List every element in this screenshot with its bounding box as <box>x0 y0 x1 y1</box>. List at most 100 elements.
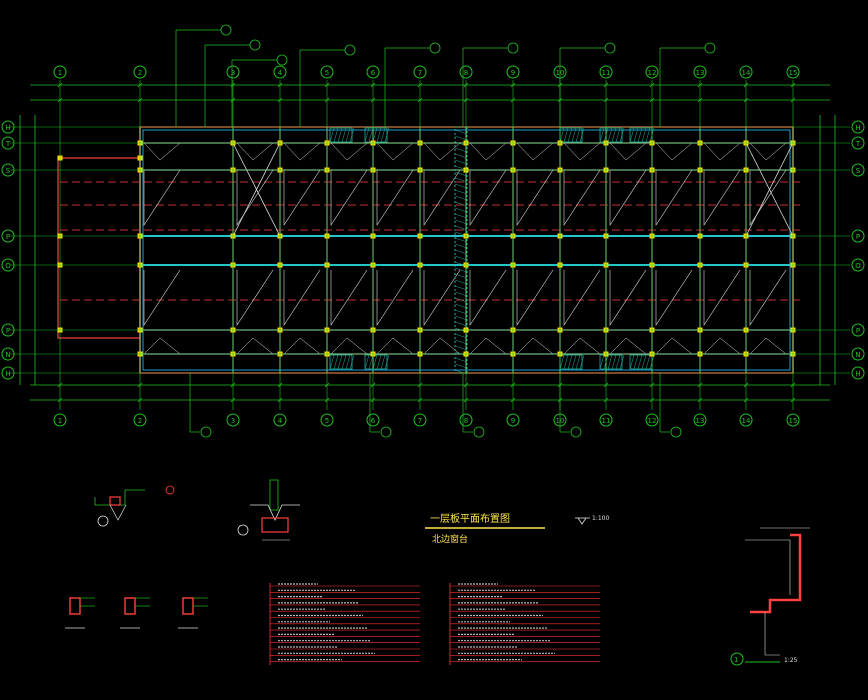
detail-1-label-block: 1 1:25 <box>730 652 798 666</box>
axis-label-top: 8 <box>464 69 468 77</box>
dim-tick <box>557 97 563 103</box>
axis-label-right: T <box>855 140 861 148</box>
hatch-line <box>454 225 468 231</box>
circle-icon <box>459 65 473 79</box>
hatch-line <box>615 354 621 370</box>
rebar-mark <box>236 269 274 327</box>
rebar-mark <box>609 269 647 327</box>
dim-tick <box>790 97 796 103</box>
hatch-line <box>629 127 635 143</box>
dim-tick <box>417 97 423 103</box>
circle-icon <box>851 136 865 150</box>
axis-label-left: O <box>5 262 11 270</box>
dim-tick <box>510 397 516 403</box>
dim-tick <box>743 82 749 88</box>
circle-icon <box>1 347 15 361</box>
dim-tick <box>790 82 796 88</box>
axis-label-bottom: 10 <box>556 417 565 425</box>
dim-tick <box>370 397 376 403</box>
dim-tick <box>790 382 796 388</box>
detail-a-leg <box>109 504 127 521</box>
hatch-line <box>454 291 468 297</box>
dim-tick <box>603 97 609 103</box>
title-block: 一层板平面布置图 北边窗台 1:100 <box>425 512 609 545</box>
rebar-mark <box>749 169 787 227</box>
dim-tick <box>743 382 749 388</box>
dim-tick <box>417 382 423 388</box>
dim-tick <box>277 382 283 388</box>
dim-tick <box>57 97 63 103</box>
hatch-line <box>567 354 573 370</box>
section-mark-icon <box>429 42 441 54</box>
axis-label-bottom: 7 <box>418 417 422 425</box>
axis-label-top: 2 <box>138 69 142 77</box>
hatch-line <box>607 354 613 370</box>
dim-tick <box>370 97 376 103</box>
dim-tick <box>510 382 516 388</box>
rebar-mark <box>516 337 554 355</box>
circle-icon <box>851 323 865 337</box>
hatch-line <box>575 127 581 143</box>
dim-tick <box>57 82 63 88</box>
axis-label-bottom: 2 <box>138 417 142 425</box>
hatch-line <box>641 354 647 370</box>
axis-label-left: S <box>6 167 11 175</box>
dim-tick <box>277 82 283 88</box>
circle-icon <box>786 413 800 427</box>
hatch-line <box>454 195 468 201</box>
hatch-line <box>454 201 468 207</box>
hatch-line <box>454 357 468 363</box>
circle-icon <box>1 366 15 380</box>
axis-label-top: 6 <box>371 69 376 77</box>
hatch-line <box>454 129 468 135</box>
hatch-line <box>376 127 382 143</box>
circle-icon <box>599 65 613 79</box>
hatch-line <box>559 127 565 143</box>
axis-label-bottom: 11 <box>602 417 611 425</box>
hatch-line <box>337 354 343 370</box>
circle-icon <box>851 120 865 134</box>
circle-icon <box>851 258 865 272</box>
hatch-line <box>637 354 643 370</box>
circle-icon <box>553 413 567 427</box>
circle-icon <box>851 163 865 177</box>
hatch-line <box>454 207 468 213</box>
circle-icon <box>97 515 109 527</box>
rebar-mark <box>563 142 601 161</box>
hatch-line <box>454 273 468 279</box>
rebar-mark <box>143 269 181 327</box>
hatch-line <box>337 127 343 143</box>
rebar-mark <box>703 169 741 227</box>
axis-label-right: H <box>855 370 860 378</box>
hatch-line <box>333 127 339 143</box>
hatch-line <box>563 354 569 370</box>
hatch-line <box>364 127 370 143</box>
circle-icon <box>739 65 753 79</box>
circle-icon <box>237 524 249 536</box>
hatch-line <box>454 243 468 249</box>
dim-tick <box>603 397 609 403</box>
hatch-line <box>611 354 617 370</box>
hatch-line <box>641 127 647 143</box>
rebar-mark <box>330 169 368 227</box>
hatch-line <box>372 127 378 143</box>
rebar-mark <box>423 142 461 161</box>
hatch-line <box>454 345 468 351</box>
hatch-line <box>454 189 468 195</box>
dim-tick <box>230 382 236 388</box>
hatch-line <box>579 354 585 370</box>
dim-tick <box>697 97 703 103</box>
rebar-mark <box>423 337 461 355</box>
dim-tick <box>790 397 796 403</box>
rebar-mark <box>703 142 741 161</box>
dim-tick <box>649 82 655 88</box>
rebar-mark <box>423 269 461 327</box>
dim-tick <box>277 397 283 403</box>
circle-icon <box>226 65 240 79</box>
rebar-mark <box>236 142 274 161</box>
circle-icon <box>165 485 175 495</box>
dim-tick <box>324 397 330 403</box>
rebar-mark <box>143 169 181 227</box>
axis-label-left: P <box>6 327 10 335</box>
detail-a-section <box>109 496 121 506</box>
